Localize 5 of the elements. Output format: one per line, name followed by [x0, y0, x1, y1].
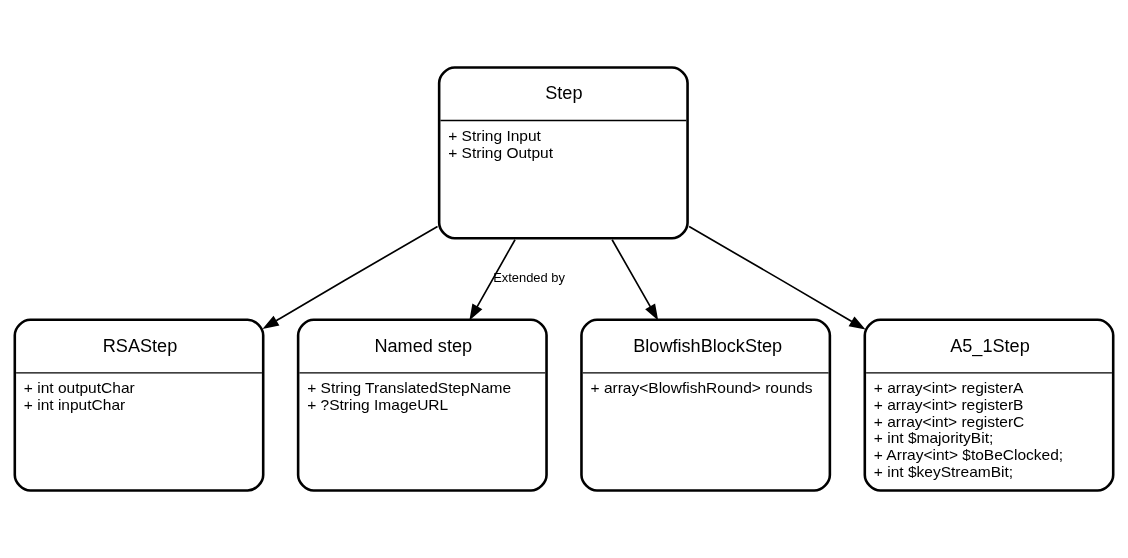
edge-label: Extended by: [493, 270, 565, 286]
arrow: [469, 238, 516, 321]
arrow: [688, 225, 866, 330]
arrow: [611, 238, 659, 321]
arrow: [262, 225, 439, 329]
